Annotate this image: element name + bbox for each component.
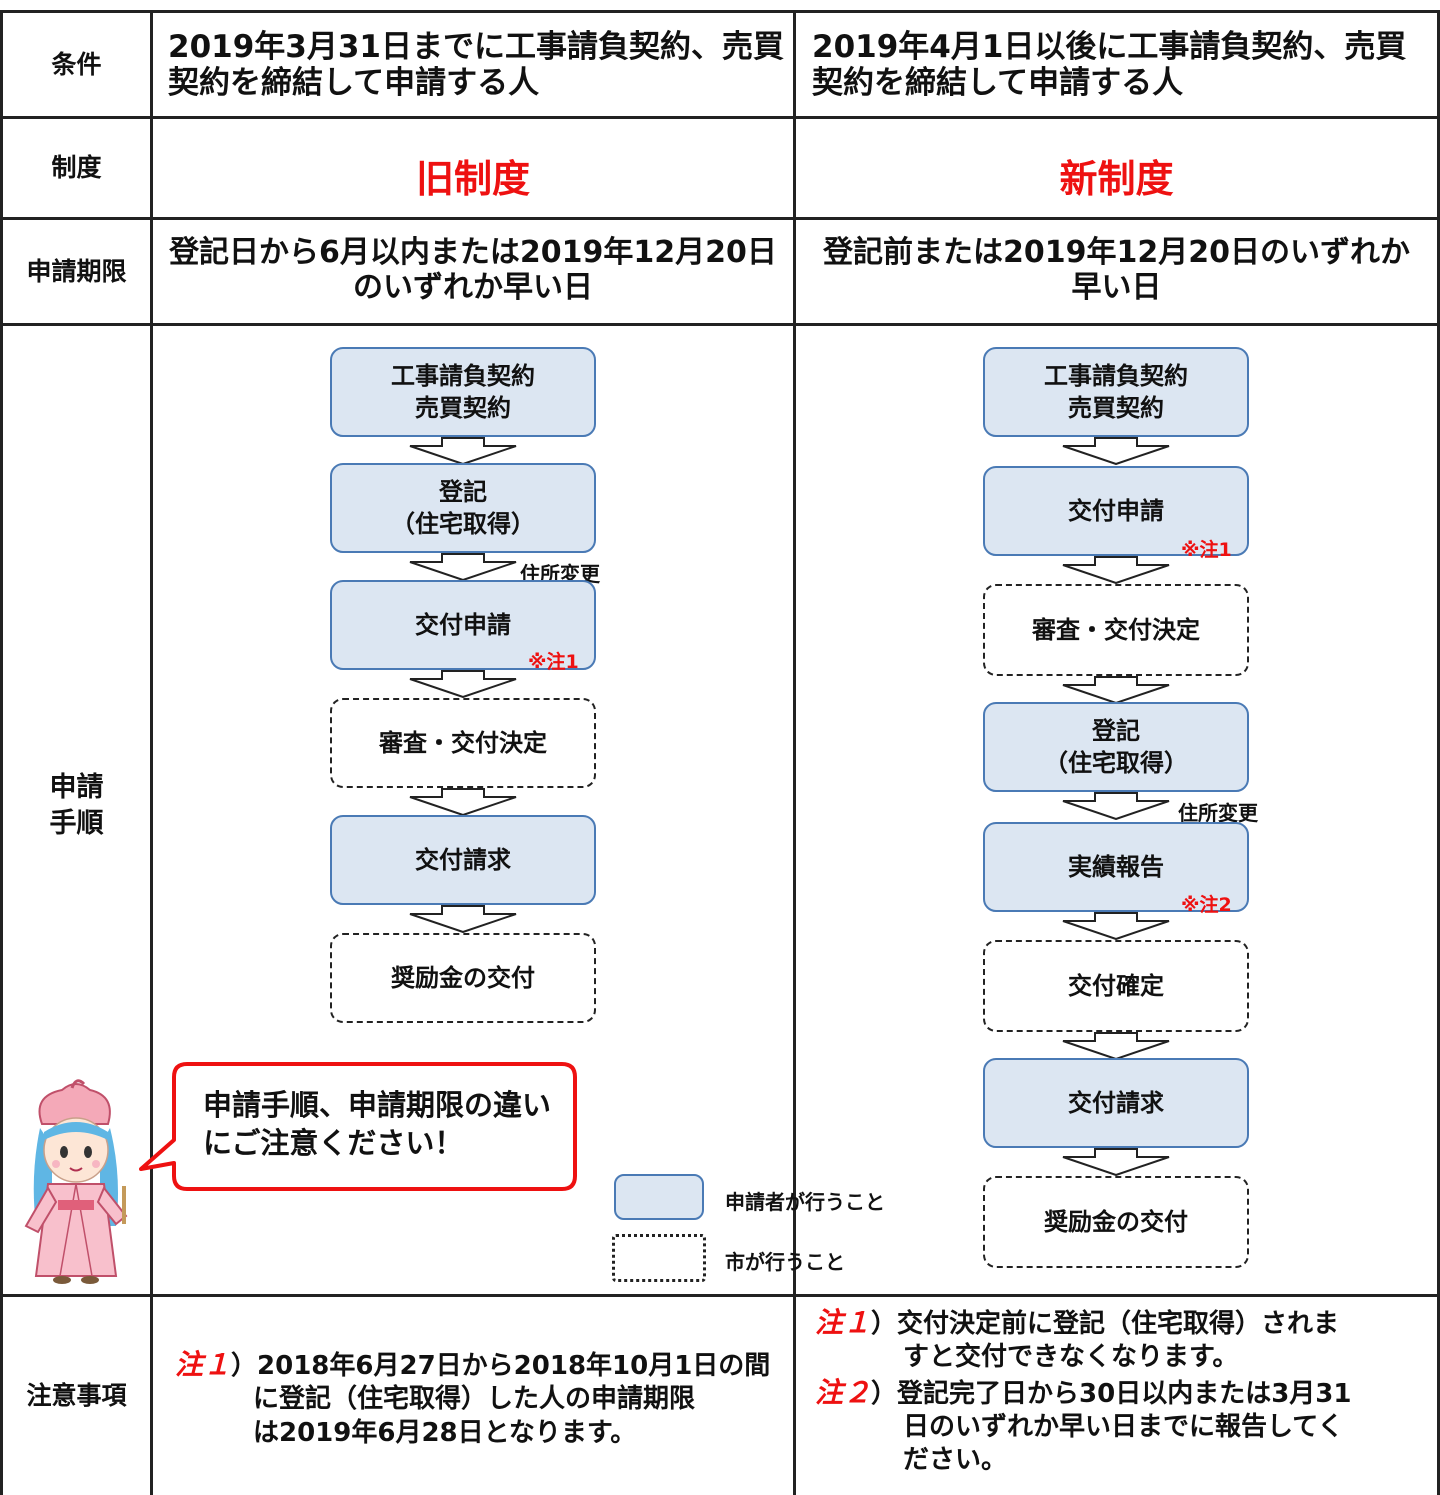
row-label-system: 制度: [51, 153, 102, 183]
old-step-contract: 工事請負契約売買契約: [330, 347, 596, 437]
table-border-top: [0, 10, 1440, 13]
arrow-down-icon: [409, 905, 517, 933]
table-row-divider-2: [0, 217, 1440, 220]
arrow-down-icon: [1062, 1148, 1170, 1176]
old-deadline: 登記日から6月以内または2019年12月20日 のいずれか早い日: [169, 235, 777, 305]
arrow-down-icon: [1062, 1032, 1170, 1060]
arrow-down-icon: [1062, 912, 1170, 940]
old-condition: 2019年3月31日までに工事請負契約、売買 契約を締結して申請する人: [168, 29, 784, 101]
new-condition: 2019年4月1日以後に工事請負契約、売買 契約を締結して申請する人: [812, 29, 1407, 101]
speech-bubble: [139, 1062, 577, 1191]
arrow-down-icon: [409, 437, 517, 465]
table-row-divider-1: [0, 116, 1440, 119]
table-row-divider-3: [0, 323, 1440, 326]
legend-applicant-swatch: [614, 1174, 704, 1220]
table-row-divider-4: [0, 1294, 1440, 1297]
new-note1-tag: ※注1: [1181, 539, 1232, 561]
row-label-condition: 条件: [51, 49, 102, 79]
row-label-deadline: 申請期限: [26, 256, 127, 286]
old-step-review: 審査・交付決定: [330, 698, 596, 788]
new-step-review: 審査・交付決定: [983, 584, 1249, 676]
arrow-down-icon: [409, 553, 517, 581]
arrow-down-icon: [409, 788, 517, 816]
new-address-change-label: 住所変更: [1178, 801, 1258, 825]
new-deadline: 登記前または2019年12月20日のいずれか 早い日: [823, 235, 1410, 305]
legend-city-label: 市が行うこと: [725, 1250, 845, 1274]
legend-applicant-label: 申請者が行うこと: [725, 1190, 885, 1214]
old-step-register: 登記（住宅取得）: [330, 463, 596, 553]
arrow-down-icon: [1062, 556, 1170, 584]
old-step-claim: 交付請求: [330, 815, 596, 905]
speech-bubble-text: 申請手順、申請期限の違い にご注意ください！: [203, 1088, 552, 1160]
row-label-procedure: 申請 手順: [49, 772, 104, 840]
old-step-apply: 交付申請: [330, 580, 596, 670]
table-border-right: [1437, 10, 1440, 1495]
new-system-title: 新制度: [1059, 157, 1174, 201]
arrow-down-icon: [1062, 792, 1170, 820]
new-step-grant: 奨励金の交付: [983, 1176, 1249, 1268]
table-column-divider-2: [793, 10, 796, 1495]
old-step-grant: 奨励金の交付: [330, 933, 596, 1023]
new-step-contract: 工事請負契約売買契約: [983, 347, 1249, 437]
table-column-divider-1: [150, 10, 153, 1495]
new-step-apply: 交付申請: [983, 466, 1249, 556]
arrow-down-icon: [1062, 437, 1170, 465]
arrow-down-icon: [1062, 676, 1170, 704]
arrow-down-icon: [409, 670, 517, 698]
old-note: 注１）2018年6月27日から2018年10月1日の間 に登記（住宅取得）した人…: [175, 1348, 771, 1448]
new-note2-tag: ※注2: [1181, 894, 1232, 916]
new-step-report: 実績報告: [983, 822, 1249, 912]
new-step-register: 登記（住宅取得）: [983, 702, 1249, 792]
new-step-claim: 交付請求: [983, 1058, 1249, 1148]
row-label-notes: 注意事項: [26, 1381, 127, 1411]
legend-city-swatch: [612, 1234, 706, 1282]
mascot-girl-icon: [24, 1079, 128, 1284]
new-step-confirm: 交付確定: [983, 940, 1249, 1032]
old-note1-tag: ※注1: [528, 651, 579, 673]
new-note: 注１）交付決定前に登記（住宅取得）されま すと交付できなくなります。 注２）登記…: [815, 1306, 1352, 1476]
table-border-left: [0, 10, 3, 1495]
old-system-title: 旧制度: [415, 157, 530, 201]
